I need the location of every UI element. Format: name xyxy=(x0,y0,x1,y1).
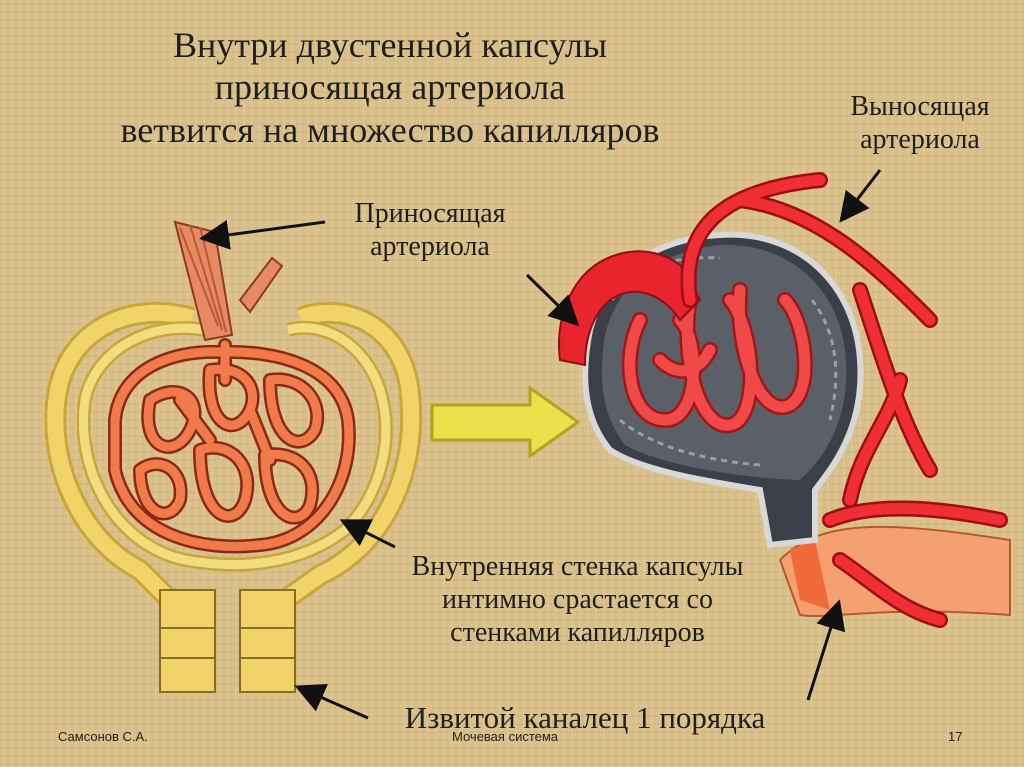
afferent-left-pointer xyxy=(199,219,326,250)
right-capillary-loops xyxy=(621,282,813,434)
label-afferent-line-2: артериола xyxy=(370,231,490,263)
afferent-right-pointer xyxy=(525,273,580,327)
right-efferent-arteriole xyxy=(680,172,1008,628)
footer-topic: Мочевая система xyxy=(452,729,559,744)
left-capillary-tuft xyxy=(108,338,356,554)
label-efferent-line-1: Выносящая xyxy=(850,91,990,122)
tubule-right-pointer xyxy=(806,599,846,701)
title-line-1: Внутри двустенной капсулы xyxy=(172,25,608,65)
label-inner-capsule-wall: Внутренняя стенка капсулы интимно сраста… xyxy=(355,550,800,649)
slide-title: Внутри двустенной капсулы приносящая арт… xyxy=(40,24,740,151)
label-inner-wall-line-1: Внутренняя стенка капсулы xyxy=(411,551,744,582)
inner-wall-pointer xyxy=(339,519,396,549)
label-efferent-arteriole: Выносящая артериола xyxy=(820,90,1020,156)
efferent-pointer xyxy=(839,169,882,223)
left-glomerulus-illustration xyxy=(44,220,423,693)
label-inner-wall-line-2: интимно срастается со xyxy=(442,584,713,616)
label-inner-wall-line-3: стенками капилляров xyxy=(450,617,705,649)
footer-page-number: 17 xyxy=(948,729,963,744)
footer-author: Самсонов С.А. xyxy=(58,729,148,744)
label-afferent-line-1: Приносящая xyxy=(354,198,506,229)
label-afferent-arteriole: Приносящая артериола xyxy=(320,197,540,263)
label-convoluted-tubule: Извитой каналец 1 порядка xyxy=(404,700,766,735)
title-line-2: приносящая артериола xyxy=(214,67,566,108)
transition-arrow xyxy=(430,385,581,459)
title-line-3: ветвится на множество капилляров xyxy=(120,109,660,150)
callout-arrows xyxy=(199,169,882,720)
label-efferent-line-2: артериола xyxy=(860,124,980,156)
right-corpuscle-illustration xyxy=(558,172,1011,628)
tubule-left-pointer xyxy=(294,683,369,720)
tubule-cells xyxy=(159,589,296,693)
